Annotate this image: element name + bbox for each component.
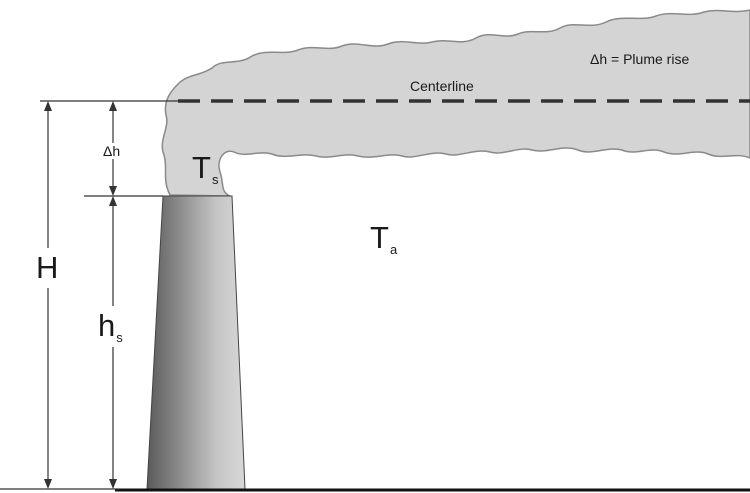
delta-h-arrowhead-top bbox=[109, 101, 117, 111]
effective-height-arrowhead-bottom bbox=[44, 479, 52, 489]
stack-height-arrowhead-bottom bbox=[109, 479, 117, 489]
stack-height-subscript: s bbox=[116, 330, 123, 345]
delta-h-arrowhead-bottom bbox=[109, 186, 117, 196]
plume-cloud bbox=[161, 9, 750, 197]
plume-rise-label: Δh = Plume rise bbox=[590, 51, 690, 67]
ambient-temperature-label: Ta bbox=[370, 220, 397, 257]
stack-height-label: hs bbox=[98, 306, 123, 347]
effective-height-label: H bbox=[36, 248, 59, 288]
stack bbox=[146, 195, 246, 490]
stack-temperature-symbol: T bbox=[192, 150, 211, 185]
ambient-temperature-symbol: T bbox=[370, 220, 389, 255]
stack-height-arrowhead-top bbox=[109, 196, 117, 206]
stack-temperature-label: Ts bbox=[192, 150, 218, 187]
centerline-label: Centerline bbox=[410, 78, 474, 94]
delta-h-label: Δh bbox=[101, 143, 123, 159]
effective-height-arrowhead-top bbox=[44, 101, 52, 111]
stack-temperature-subscript: s bbox=[211, 172, 219, 187]
stack-height-symbol: h bbox=[98, 308, 116, 343]
ambient-temperature-subscript: a bbox=[389, 242, 398, 257]
